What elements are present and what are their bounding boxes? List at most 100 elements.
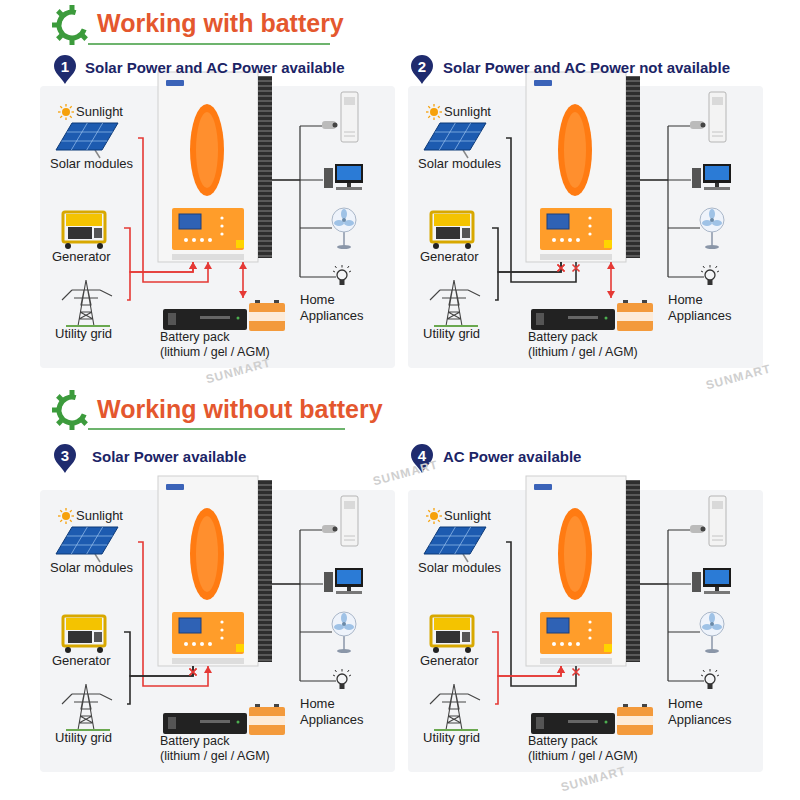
disconnect-mark <box>573 265 580 272</box>
badge-outline <box>54 55 76 84</box>
wire-line <box>127 666 193 704</box>
component-label: Home Appliances <box>668 696 738 728</box>
callout-badge: 1 <box>53 55 77 85</box>
battery-pack: Battery pack(lithium / gel / AGM) <box>528 298 660 360</box>
power-wire <box>640 180 668 181</box>
power-wire <box>607 262 615 298</box>
arrow-head <box>189 262 197 269</box>
solar-source: SunlightSolar modules <box>418 508 506 576</box>
component-label: Battery pack <box>160 330 292 345</box>
grid-source: Utility grid <box>55 278 127 342</box>
home-appliances: Home Appliances <box>300 88 376 324</box>
component-label: (lithium / gel / AGM) <box>528 345 660 360</box>
disconnect-mark <box>558 265 565 272</box>
component-label: Utility grid <box>55 326 127 342</box>
component-label: Generator <box>420 249 492 265</box>
component-label: Utility grid <box>423 730 495 746</box>
disconnect-mark <box>558 265 565 272</box>
wire-line <box>506 138 576 282</box>
sun-label: Sunlight <box>50 104 138 120</box>
wire-line <box>138 542 208 686</box>
power-wire <box>506 542 580 686</box>
component-label: (lithium / gel / AGM) <box>160 749 292 764</box>
power-wire <box>506 138 580 282</box>
power-wire <box>640 584 668 585</box>
badge-outline <box>411 55 433 84</box>
generator-source: Generator <box>52 205 124 265</box>
arrow-head <box>607 262 615 269</box>
callout-number: 2 <box>410 58 434 75</box>
generator-source: Generator <box>420 609 492 669</box>
component-label: Utility grid <box>423 326 495 342</box>
gear-icon <box>52 5 89 45</box>
wire-line <box>610 262 612 298</box>
grid-source: Utility grid <box>55 682 127 746</box>
generator-source: Generator <box>52 609 124 669</box>
sun-label: Sunlight <box>418 508 506 524</box>
disconnect-mark <box>573 669 580 676</box>
component-label: Solar modules <box>418 156 506 172</box>
component-label: Home Appliances <box>668 292 738 324</box>
callout-badge: 3 <box>53 444 77 474</box>
component-label: Battery pack <box>528 330 660 345</box>
callout-badge: 2 <box>410 55 434 85</box>
wire-line <box>272 179 300 181</box>
panel-illustration <box>408 72 763 368</box>
disconnect-mark <box>190 669 197 676</box>
component-label: Home Appliances <box>300 696 370 728</box>
power-wire <box>239 262 247 298</box>
component-label: Generator <box>420 653 492 669</box>
wire-line <box>492 228 561 272</box>
power-wire <box>495 666 565 704</box>
watermark: SUNMART <box>704 362 772 393</box>
home-appliances: Home Appliances <box>668 88 744 324</box>
power-wire <box>272 180 300 181</box>
grid-source: Utility grid <box>423 278 495 342</box>
disconnect-mark <box>190 669 197 676</box>
component-label: Battery pack <box>160 734 292 749</box>
arrow-head <box>557 666 565 673</box>
arrow-head <box>557 666 565 673</box>
panel-illustration <box>40 72 395 368</box>
component-label: Battery pack <box>528 734 660 749</box>
battery-pack: Battery pack(lithium / gel / AGM) <box>160 298 292 360</box>
wire-line <box>640 583 668 585</box>
callout-number: 3 <box>53 447 77 464</box>
solar-source: SunlightSolar modules <box>50 508 138 576</box>
sun-label: Sunlight <box>50 508 138 524</box>
power-wire <box>124 228 197 272</box>
battery-pack: Battery pack(lithium / gel / AGM) <box>160 702 292 764</box>
wire-line <box>495 666 561 704</box>
heading-underline <box>88 428 345 430</box>
power-wire <box>138 138 212 282</box>
power-wire <box>492 632 565 676</box>
wire-line <box>242 262 244 298</box>
component-label: Solar modules <box>50 560 138 576</box>
power-wire <box>127 262 197 300</box>
panel-title: AC Power available <box>443 448 581 466</box>
solar-source: SunlightSolar modules <box>418 104 506 172</box>
arrow-head <box>189 262 197 269</box>
panel-title: Solar Power and AC Power available <box>85 59 345 77</box>
panel-illustration <box>408 476 763 772</box>
inverter-unit <box>158 476 272 666</box>
wire-line <box>492 632 561 676</box>
wire-line <box>124 228 193 272</box>
wire-line <box>138 138 208 282</box>
inverter-unit <box>158 72 272 262</box>
power-wire <box>138 542 212 686</box>
panel-title: Solar Power available <box>92 448 246 466</box>
wire-line <box>640 179 668 181</box>
wire-line <box>272 583 300 585</box>
section-heading: Working without battery <box>97 394 383 424</box>
arrow-head <box>204 262 212 269</box>
inverter-unit <box>526 72 640 262</box>
component-label: Utility grid <box>55 730 127 746</box>
power-wire <box>492 228 565 272</box>
arrow-head <box>239 291 247 298</box>
callout-number: 1 <box>53 58 77 75</box>
component-label: Home Appliances <box>300 292 370 324</box>
component-label: (lithium / gel / AGM) <box>160 345 292 360</box>
power-wire <box>495 262 565 300</box>
power-wire <box>272 584 300 585</box>
